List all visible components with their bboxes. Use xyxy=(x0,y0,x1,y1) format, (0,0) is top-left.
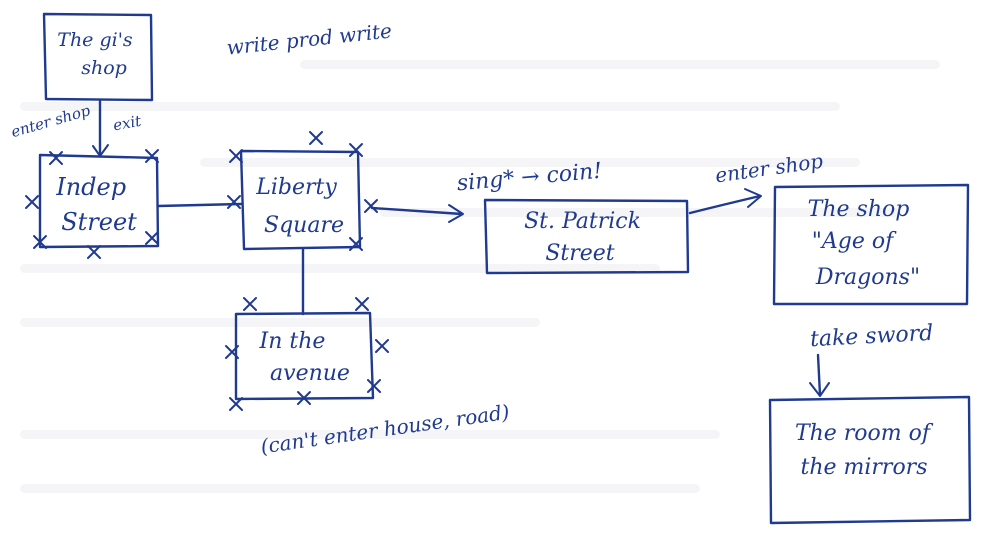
x-mark xyxy=(243,297,257,311)
bleed-through-text xyxy=(20,430,720,439)
bleed-through-text xyxy=(380,208,900,217)
x-mark xyxy=(367,379,381,393)
enter-shop-left-label: enter shop xyxy=(9,101,93,141)
age-of-dragons-shop-box xyxy=(772,183,970,306)
x-mark xyxy=(49,151,63,165)
bleed-through-text xyxy=(20,264,660,273)
indep-to-liberty-connector xyxy=(156,202,243,208)
x-mark xyxy=(355,297,369,311)
x-mark xyxy=(145,231,159,245)
x-mark xyxy=(229,149,243,163)
the-avenue-box xyxy=(234,311,375,401)
room-of-mirrors-box xyxy=(768,395,972,525)
liberty-to-stpatrick-arrowhead xyxy=(448,204,464,223)
x-mark xyxy=(145,149,159,163)
bleed-through-text xyxy=(300,60,940,69)
cant-enter-label: (can't enter house, road) xyxy=(259,400,511,459)
stpatrick-to-shop-arrow xyxy=(688,194,762,215)
gis-shop-box xyxy=(42,12,154,102)
liberty-square-label: Liberty Square xyxy=(255,175,344,238)
stpatrick-to-shop-arrowhead xyxy=(744,188,762,208)
st-patrick-street-label: St. Patrick Street xyxy=(524,209,648,266)
x-mark xyxy=(349,143,363,157)
x-mark xyxy=(297,391,311,405)
x-mark xyxy=(227,195,241,209)
age-of-dragons-shop-label: The shop "Age of Dragons" xyxy=(808,197,920,290)
indep-street-label: Indep Street xyxy=(55,173,137,236)
room-of-mirrors-label: The room of the mirrors xyxy=(795,421,937,480)
bleed-through-text xyxy=(200,158,860,167)
x-mark xyxy=(25,195,39,209)
take-sword-label: take sword xyxy=(809,321,933,352)
enter-shop-right-label: enter shop xyxy=(714,149,825,188)
the-avenue-label: In the avenue xyxy=(259,329,350,386)
bleed-through-text xyxy=(20,484,700,493)
liberty-to-stpatrick-arrow xyxy=(370,206,464,216)
blocked-exit-marks xyxy=(25,131,389,411)
x-mark xyxy=(309,131,323,145)
x-mark xyxy=(375,339,389,353)
shop-to-mirrors-arrowhead xyxy=(809,382,830,397)
gis-shop-label: The gi's shop xyxy=(57,29,138,79)
x-mark xyxy=(225,345,239,359)
bleed-through-text xyxy=(20,102,840,111)
x-mark xyxy=(33,235,47,249)
st-patrick-street-box xyxy=(483,198,690,275)
shop-connector-arrowhead xyxy=(92,144,109,157)
exit-label: exit xyxy=(112,112,144,135)
top-note: write prod write xyxy=(226,18,393,59)
shop-to-mirrors-arrow xyxy=(816,353,822,397)
x-mark xyxy=(87,245,101,259)
indep-street-box xyxy=(38,153,160,249)
x-mark xyxy=(349,237,363,251)
sing-coin-label: sing* → coin! xyxy=(456,159,603,197)
x-mark xyxy=(364,199,378,213)
x-mark xyxy=(229,397,243,411)
bleed-through-text xyxy=(20,318,540,327)
